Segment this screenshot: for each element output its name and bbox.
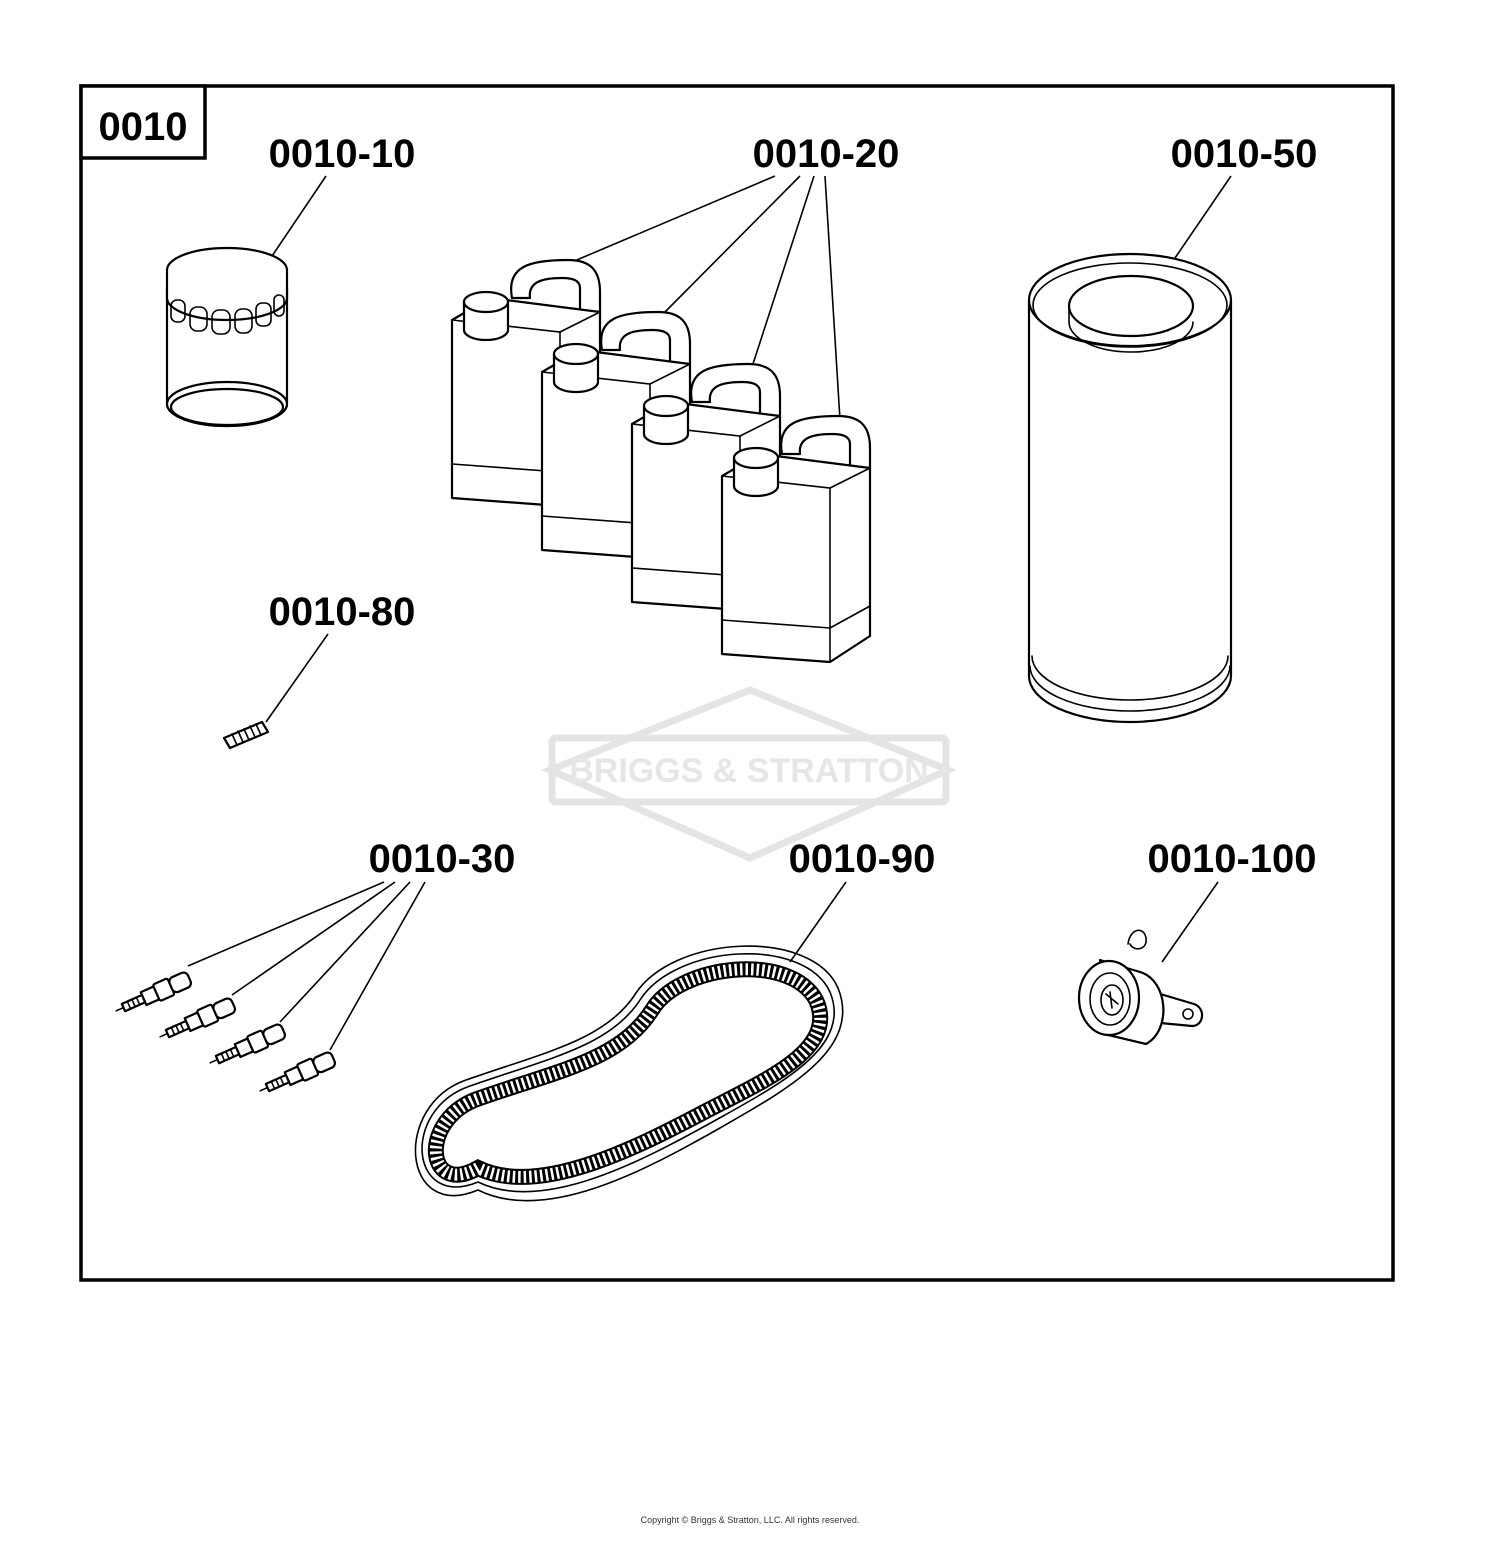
callout-timing-belt[interactable]: 0010-90 — [789, 837, 936, 881]
brand-watermark: BRIGGS & STRATTON — [540, 686, 957, 862]
spark-plug-icon[interactable] — [157, 996, 237, 1045]
spark-plug-icon[interactable] — [257, 1050, 337, 1099]
spark-plug-icon[interactable] — [207, 1022, 287, 1071]
watermark-text: BRIGGS & STRATTON — [569, 752, 929, 790]
spark-plug-icon[interactable] — [113, 970, 193, 1019]
callout-small-spring[interactable]: 0010-80 — [269, 590, 416, 634]
callout-belt-tensioner[interactable]: 0010-100 — [1147, 837, 1316, 881]
group-label-box — [79, 84, 207, 160]
oil-bottle-icon[interactable] — [720, 414, 872, 664]
diagram-frame — [79, 84, 1395, 1282]
leader-lines — [187, 175, 1232, 1051]
callout-oil-filter[interactable]: 0010-10 — [269, 132, 416, 176]
tensioner-icon[interactable] — [1077, 929, 1204, 1046]
oil-filter-icon[interactable] — [165, 246, 289, 428]
group-label: 0010 — [99, 105, 188, 149]
callout-spark-plugs[interactable]: 0010-30 — [369, 837, 516, 881]
callout-oil-bottles[interactable]: 0010-20 — [753, 132, 900, 176]
air-filter-icon[interactable] — [1027, 252, 1233, 724]
spring-icon[interactable] — [222, 720, 270, 750]
copyright-notice: Copyright © Briggs & Stratton, LLC. All … — [640, 1515, 860, 1525]
timing-belt-icon[interactable] — [414, 945, 844, 1202]
callout-air-filter[interactable]: 0010-50 — [1171, 132, 1318, 176]
